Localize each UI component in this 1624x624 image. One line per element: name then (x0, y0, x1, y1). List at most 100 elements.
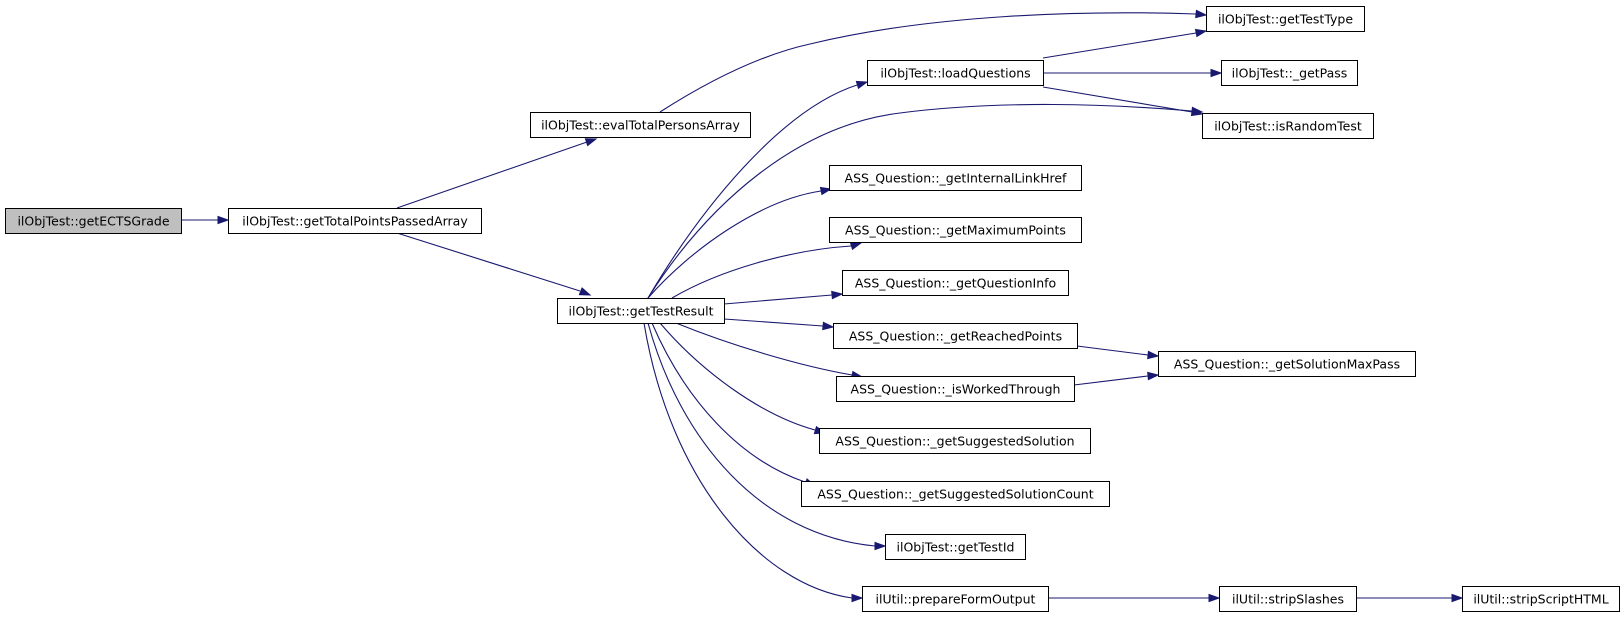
call-nodes: ilObjTest::getECTSGrade ilObjTest::getTot… (5, 6, 1620, 612)
edge-getTestResult-to-getSuggestedSolutionCount (651, 322, 817, 487)
node-label: ilObjTest::getTotalPointsPassedArray (242, 214, 468, 229)
node-loadQuestions[interactable]: ilObjTest::loadQuestions (867, 60, 1044, 86)
node-label: ilObjTest::getTestId (897, 540, 1015, 555)
node-box (5, 208, 182, 234)
node-prepareFormOutput[interactable]: ilUtil::prepareFormOutput (862, 586, 1049, 612)
node-getPass[interactable]: ilObjTest::_getPass (1221, 60, 1358, 86)
edge-line (723, 294, 833, 305)
arrowhead-icon (584, 138, 598, 147)
edge-line (675, 322, 853, 376)
node-box (862, 586, 1049, 612)
node-box (867, 60, 1044, 86)
edge-line (1042, 86, 1193, 113)
node-label: ilObjTest::getTestType (1218, 12, 1353, 27)
edge-loadQuestions-to-getTestType (1042, 28, 1208, 59)
node-box (1202, 113, 1374, 139)
edge-loadQuestions-to-getPass (1043, 68, 1223, 78)
node-getSolutionMaxPass[interactable]: ASS_Question::_getSolutionMaxPass (1158, 351, 1416, 377)
edge-line (659, 12, 1197, 113)
node-label: ilObjTest::_getPass (1232, 66, 1348, 81)
node-stripScriptHTML[interactable]: ilUtil::stripScriptHTML (1462, 586, 1620, 612)
node-box (228, 208, 482, 234)
edge-getTestResult-to-prepareFormOutput (643, 322, 864, 603)
edge-line (396, 232, 581, 292)
edge-loadQuestions-to-isRandomTest (1042, 86, 1204, 117)
edge-line (1042, 32, 1197, 59)
node-getECTSGrade[interactable]: ilObjTest::getECTSGrade (5, 208, 182, 234)
edge-line (1076, 345, 1149, 356)
edge-line (396, 141, 588, 209)
arrowhead-icon (578, 287, 592, 296)
arrowhead-icon (1147, 350, 1160, 360)
node-box (836, 376, 1075, 402)
arrowhead-icon (1147, 371, 1160, 381)
node-getTestId[interactable]: ilObjTest::getTestId (885, 534, 1026, 560)
node-getTestType[interactable]: ilObjTest::getTestType (1206, 6, 1365, 32)
arrowhead-icon (851, 593, 864, 603)
node-box (885, 534, 1026, 560)
edge-line (647, 103, 1193, 299)
edge-line (647, 190, 822, 299)
node-getMaximumPoints[interactable]: ASS_Question::_getMaximumPoints (829, 217, 1082, 243)
edge-line (659, 322, 816, 431)
edge-line (671, 245, 852, 299)
node-label: ilObjTest::evalTotalPersonsArray (541, 118, 740, 133)
arrowhead-icon (819, 186, 833, 196)
node-box (1206, 6, 1365, 32)
node-getInternalLinkHref[interactable]: ASS_Question::_getInternalLinkHref (829, 165, 1082, 191)
edge-evalTotalPersonsArray-to-getTestType (659, 9, 1208, 113)
node-evalTotalPersonsArray[interactable]: ilObjTest::evalTotalPersonsArray (530, 112, 751, 138)
node-box (833, 323, 1078, 349)
edge-getReachedPoints-to-getSolutionMaxPass (1076, 345, 1160, 360)
node-box (819, 428, 1091, 454)
arrowhead-icon (1194, 28, 1208, 38)
node-getTestResult[interactable]: ilObjTest::getTestResult (557, 298, 725, 324)
call-edges (181, 9, 1464, 603)
node-box (530, 112, 751, 138)
node-getSuggestedSolution[interactable]: ASS_Question::_getSuggestedSolution (819, 428, 1091, 454)
edge-line (647, 84, 858, 299)
node-label: ilUtil::stripSlashes (1232, 592, 1344, 607)
node-label: ilObjTest::isRandomTest (1214, 119, 1362, 134)
edge-getTestResult-to-getReachedPoints (723, 318, 835, 331)
edge-getTestResult-to-getMaximumPoints (671, 241, 863, 299)
node-box (842, 270, 1069, 296)
node-label: ASS_Question::_getSolutionMaxPass (1174, 357, 1400, 372)
node-getReachedPoints[interactable]: ASS_Question::_getReachedPoints (833, 323, 1078, 349)
node-label: ASS_Question::_getSuggestedSolution (835, 434, 1074, 449)
node-label: ilObjTest::loadQuestions (880, 66, 1030, 81)
node-getSuggestedSolutionCount[interactable]: ASS_Question::_getSuggestedSolutionCount (801, 481, 1110, 507)
edge-prepareFormOutput-to-stripSlashes (1048, 593, 1221, 603)
edge-stripSlashes-to-stripScriptHTML (1356, 593, 1464, 603)
node-stripSlashes[interactable]: ilUtil::stripSlashes (1219, 586, 1357, 612)
edge-getECTSGrade-to-getTotalPointsPassedArray (181, 215, 230, 225)
node-isRandomTest[interactable]: ilObjTest::isRandomTest (1202, 113, 1374, 139)
arrowhead-icon (1195, 9, 1208, 19)
edge-getTotalPointsPassedArray-to-evalTotalPersonsArray (396, 138, 598, 209)
arrowhead-icon (217, 215, 230, 225)
edge-getTestResult-to-getSuggestedSolution (659, 322, 827, 435)
edge-line (651, 322, 806, 483)
node-isWorkedThrough[interactable]: ASS_Question::_isWorkedThrough (836, 376, 1075, 402)
arrowhead-icon (1208, 593, 1221, 603)
node-getTotalPointsPassedArray[interactable]: ilObjTest::getTotalPointsPassedArray (228, 208, 482, 234)
node-box (801, 481, 1110, 507)
arrowhead-icon (1210, 68, 1223, 78)
node-label: ASS_Question::_getReachedPoints (849, 329, 1062, 344)
node-label: ilUtil::prepareFormOutput (876, 592, 1036, 607)
arrowhead-icon (1451, 593, 1464, 603)
edge-line (1073, 375, 1149, 386)
edge-line (647, 322, 876, 547)
edge-isWorkedThrough-to-getSolutionMaxPass (1073, 371, 1160, 386)
edge-getTotalPointsPassedArray-to-getTestResult (396, 232, 592, 296)
arrowhead-icon (874, 541, 887, 551)
node-box (1462, 586, 1620, 612)
node-label: ASS_Question::_getSuggestedSolutionCount (817, 487, 1093, 502)
node-label: ASS_Question::_getMaximumPoints (845, 223, 1066, 238)
node-box (1158, 351, 1416, 377)
edge-getTestResult-to-getTestId (647, 322, 887, 551)
arrowhead-icon (855, 80, 869, 90)
node-getQuestionInfo[interactable]: ASS_Question::_getQuestionInfo (842, 270, 1069, 296)
node-label: ilUtil::stripScriptHTML (1473, 592, 1608, 607)
arrowhead-icon (1190, 107, 1204, 117)
